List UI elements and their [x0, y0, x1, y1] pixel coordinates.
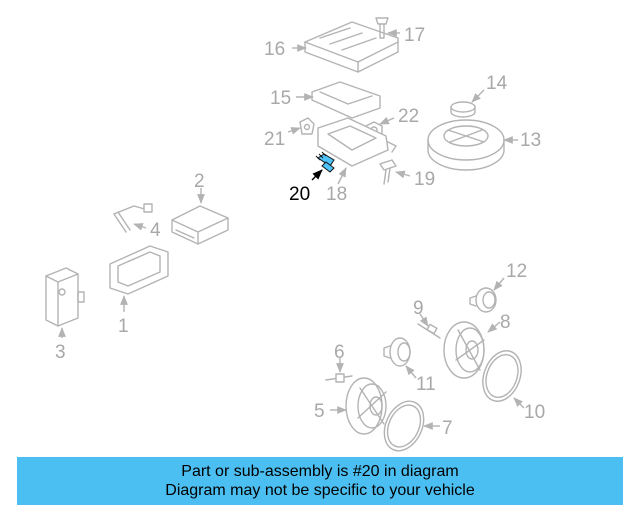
part-20-bolt-highlighted[interactable] [315, 151, 335, 173]
part-9-pin[interactable] [417, 323, 441, 339]
part-2-module[interactable] [171, 205, 229, 245]
callout-8: 8 [500, 312, 511, 333]
callout-2: 2 [194, 171, 205, 192]
part-12-tweeter[interactable] [469, 287, 497, 313]
part-18-mount[interactable] [317, 117, 397, 167]
callout-9: 9 [413, 298, 424, 319]
callout-18: 18 [326, 184, 347, 205]
callout-12: 12 [506, 261, 527, 282]
part-13-round-unit[interactable] [427, 119, 505, 171]
part-15-bracket[interactable] [311, 81, 381, 119]
callout-1: 1 [118, 316, 129, 337]
callout-14: 14 [486, 73, 508, 94]
info-banner: Part or sub-assembly is #20 in diagram D… [17, 457, 623, 505]
callout-22: 22 [398, 106, 419, 127]
part-11-midrange[interactable] [383, 337, 411, 367]
banner-line-disclaimer: Diagram may not be specific to your vehi… [165, 482, 475, 499]
part-10-gasket[interactable] [476, 345, 528, 406]
callout-21: 21 [264, 129, 285, 150]
banner-line-part: Part or sub-assembly is #20 in diagram [181, 463, 459, 480]
part-21-clip[interactable] [299, 117, 315, 135]
part-1-display[interactable] [109, 245, 169, 295]
part-4-harness[interactable] [113, 203, 153, 233]
part-6-pin[interactable] [325, 373, 353, 383]
part-17-clip[interactable] [375, 17, 389, 39]
part-16-cover[interactable] [304, 21, 399, 73]
part-14-cap[interactable] [450, 101, 476, 118]
callout-15: 15 [270, 88, 291, 109]
part-8-speaker[interactable] [443, 321, 485, 379]
part-7-gasket[interactable] [377, 395, 432, 456]
callout-6: 6 [334, 342, 345, 363]
callout-11: 11 [416, 374, 436, 395]
callout-16: 16 [264, 39, 285, 60]
part-5-woofer[interactable] [345, 377, 387, 435]
callout-19: 19 [414, 169, 435, 190]
part-3-box[interactable] [45, 267, 85, 327]
callout-7: 7 [442, 418, 453, 439]
callout-10: 10 [524, 402, 545, 423]
callout-3: 3 [55, 342, 66, 363]
callout-5: 5 [314, 401, 325, 422]
callout-20: 20 [289, 184, 310, 205]
callout-13: 13 [520, 130, 541, 151]
parts-diagram: 16 17 15 21 22 18 19 [45, 17, 545, 456]
callout-4: 4 [150, 220, 161, 241]
part-19-bolt[interactable] [379, 159, 397, 185]
callout-17: 17 [404, 25, 425, 46]
